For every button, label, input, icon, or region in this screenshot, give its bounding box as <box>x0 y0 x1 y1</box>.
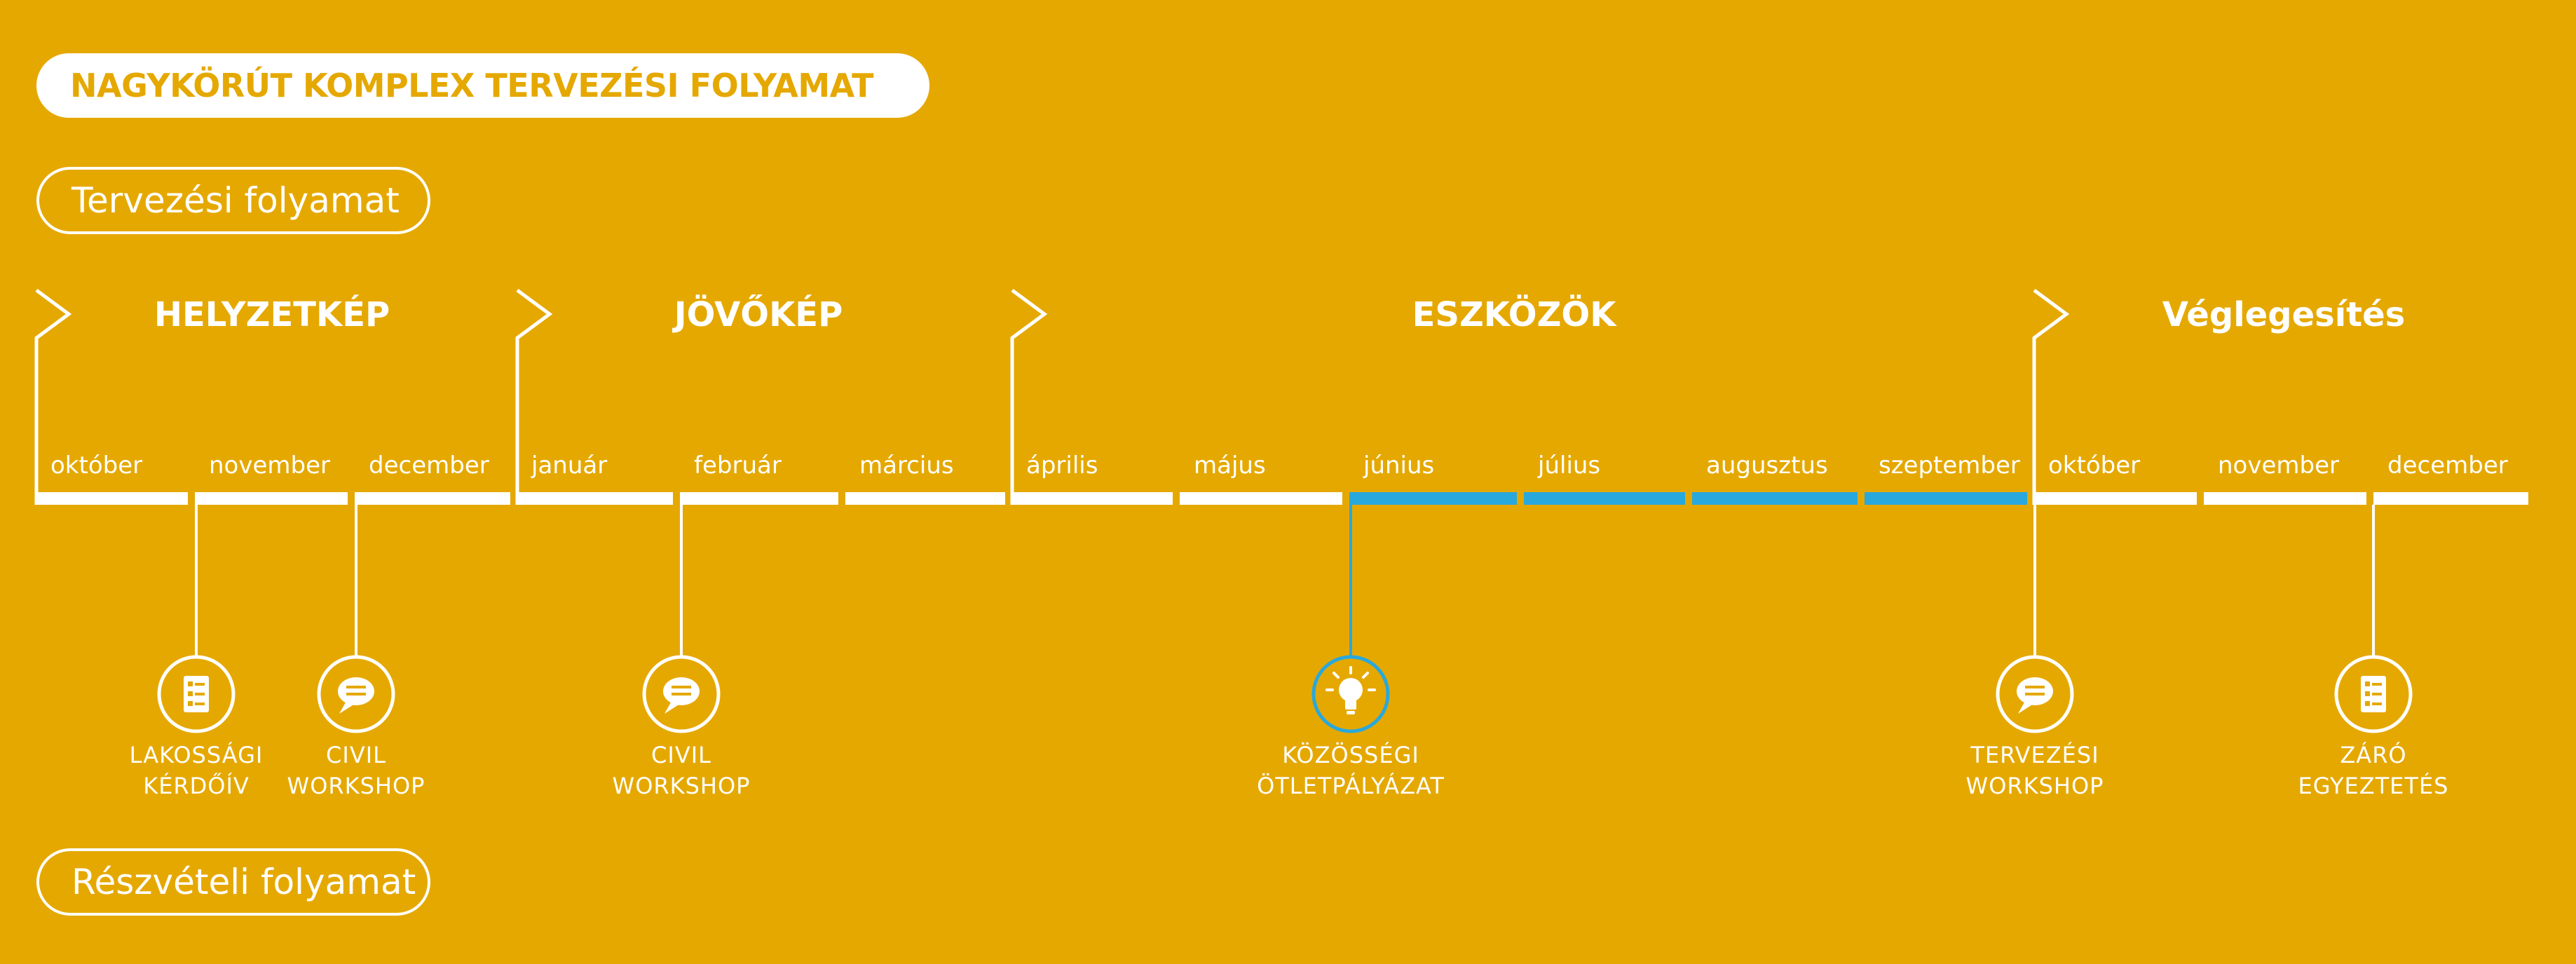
timeline-segment <box>1180 492 1342 505</box>
event-label: ZÁRÓ <box>2340 741 2406 768</box>
event-circle <box>1996 655 2074 733</box>
timeline-segment <box>517 492 673 505</box>
page-title: NAGYKÖRÚT KOMPLEX TERVEZÉSI FOLYAMAT <box>36 53 929 118</box>
timeline-segment <box>2204 492 2366 505</box>
month-label: október <box>50 452 142 480</box>
chat-bubble-icon <box>2017 677 2053 714</box>
phase-marker <box>2032 288 2070 505</box>
event-label: WORKSHOP <box>1966 773 2104 799</box>
timeline-segment <box>845 492 1005 505</box>
phase-title: Véglegesítés <box>2162 295 2405 334</box>
timeline-segment <box>1349 492 1517 505</box>
month-label: december <box>2387 452 2508 480</box>
chat-bubble-icon <box>338 677 374 714</box>
timeline-segment <box>1012 492 1173 505</box>
event-label: CIVIL <box>651 742 711 768</box>
event-label: WORKSHOP <box>287 773 425 799</box>
event-label: ÖTLETPÁLYÁZAT <box>1257 773 1445 799</box>
event-label: LAKOSSÁGI <box>130 742 264 768</box>
timeline-segment <box>1692 492 1858 505</box>
timeline-segment <box>355 492 510 505</box>
month-label: november <box>2218 452 2339 480</box>
phase-marker <box>34 288 72 505</box>
timeline-segment <box>2373 492 2528 505</box>
phase-title: ESZKÖZÖK <box>1412 294 1618 334</box>
page-title-text: NAGYKÖRÚT KOMPLEX TERVEZÉSI FOLYAMAT <box>70 67 874 104</box>
phase-title: HELYZETKÉP <box>154 294 390 334</box>
event-circle <box>2334 655 2413 733</box>
event-label: CIVIL <box>326 742 386 768</box>
phase-marker <box>1010 288 1048 505</box>
timeline-segment <box>36 492 188 505</box>
month-label: május <box>1194 452 1266 480</box>
phase-title: JÖVŐKÉP <box>672 294 843 334</box>
timeline-segment <box>195 492 348 505</box>
event-circle <box>317 655 395 733</box>
chat-bubble-icon <box>663 677 700 714</box>
timeline-segment <box>1865 492 2027 505</box>
event-circle <box>157 655 236 733</box>
month-label: március <box>859 452 954 480</box>
month-label: augusztus <box>1706 452 1828 480</box>
month-label: december <box>369 452 489 480</box>
month-label: október <box>2048 452 2140 480</box>
timeline-segment <box>1524 492 1685 505</box>
month-label: február <box>694 452 782 480</box>
event-label: KÉRDŐÍV <box>143 772 250 799</box>
month-label: szeptember <box>1879 452 2020 480</box>
month-label: július <box>1537 452 1600 480</box>
timeline-segment <box>680 492 838 505</box>
participation-track-label: Részvételi folyamat <box>36 848 430 916</box>
event-circle <box>642 655 721 733</box>
month-label: április <box>1026 452 1098 480</box>
month-label: január <box>531 452 607 480</box>
planning-track-label: Tervezési folyamat <box>36 167 430 234</box>
checklist-icon <box>2361 676 2386 712</box>
phase-marker <box>515 288 553 505</box>
lightbulb-icon <box>1326 666 1376 714</box>
event-label: WORKSHOP <box>613 773 751 799</box>
event-label: KÖZÖSSÉGI <box>1282 742 1419 768</box>
event-circle <box>1311 655 1390 733</box>
month-label: június <box>1363 452 1434 480</box>
month-label: november <box>209 452 330 480</box>
event-label: EGYEZTETÉS <box>2298 773 2449 799</box>
timeline-segment <box>2034 492 2197 505</box>
event-label: TERVEZÉSI <box>1970 742 2099 768</box>
checklist-icon <box>184 676 209 712</box>
